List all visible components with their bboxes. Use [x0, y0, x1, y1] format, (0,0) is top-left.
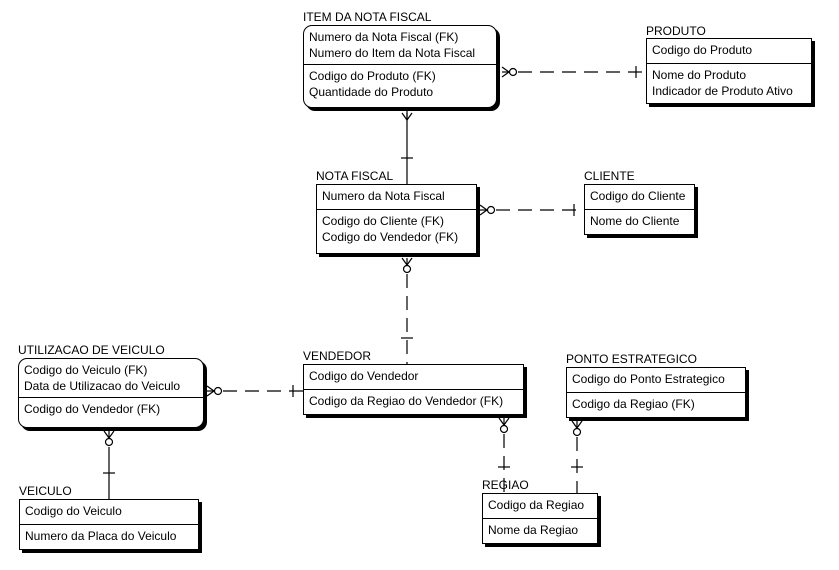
attribute: Codigo do Ponto Estrategico — [572, 372, 725, 386]
entity-item-da-nota-fiscal[interactable]: ITEM DA NOTA FISCAL Numero da Nota Fisca… — [303, 10, 499, 110]
attribute: Codigo do Veiculo — [25, 504, 122, 518]
attribute: Numero do Item da Nota Fiscal — [309, 46, 476, 60]
entity-title: NOTA FISCAL — [316, 169, 394, 183]
crows-foot-mark — [401, 257, 408, 266]
attributes-section: Codigo do Produto (FK) Quantidade do Pro… — [304, 64, 496, 100]
attribute: Indicador de Produto Ativo — [652, 84, 793, 98]
entity-box[interactable]: Codigo do Cliente Nome do Cliente — [584, 184, 695, 235]
attributes-section: Codigo da Regiao (FK) — [567, 392, 745, 412]
attribute: Codigo do Cliente (FK) — [322, 214, 445, 228]
crows-foot-mark — [206, 390, 215, 397]
primary-key-section: Codigo do Ponto Estrategico — [567, 368, 745, 392]
entity-box[interactable]: Numero da Nota Fiscal Codigo do Cliente … — [316, 184, 477, 254]
entity-nota-fiscal[interactable]: NOTA FISCAL Numero da Nota Fiscal Codigo… — [316, 169, 481, 259]
attribute: Numero da Placa do Veiculo — [25, 529, 177, 543]
attribute: Codigo do Vendedor — [309, 369, 419, 383]
crows-foot-mark — [501, 66, 510, 73]
entity-box[interactable]: Codigo do Veiculo Numero da Placa do Vei… — [19, 499, 199, 550]
attribute: Codigo da Regiao — [488, 498, 585, 512]
optional-circle-mark — [213, 386, 223, 396]
entity-title: PRODUTO — [646, 24, 706, 38]
optional-circle-mark — [104, 437, 114, 447]
entity-ponto-estrategico[interactable]: PONTO ESTRATEGICO Codigo do Ponto Estrat… — [566, 352, 751, 424]
entity-title: REGIAO — [482, 478, 529, 492]
entity-cliente[interactable]: CLIENTE Codigo do Cliente Nome do Client… — [584, 169, 699, 241]
attributes-section: Nome do Produto Indicador de Produto Ati… — [647, 63, 811, 99]
entity-box[interactable]: Codigo do Vendedor Codigo da Regiao do V… — [303, 364, 524, 415]
attribute: Codigo do Vendedor (FK) — [24, 402, 161, 416]
entity-box[interactable]: Codigo do Ponto Estrategico Codigo da Re… — [566, 367, 746, 418]
crows-foot-mark — [103, 430, 110, 439]
attribute: Nome do Cliente — [590, 214, 680, 228]
attributes-section: Codigo do Cliente (FK) Codigo do Vendedo… — [317, 209, 476, 245]
crows-foot-mark — [503, 417, 510, 426]
optional-circle-mark — [508, 67, 518, 77]
attribute: Codigo do Vendedor (FK) — [322, 230, 459, 244]
entity-veiculo[interactable]: VEICULO Codigo do Veiculo Numero da Plac… — [19, 484, 204, 556]
attribute: Codigo do Produto (FK) — [309, 69, 436, 83]
attribute: Codigo do Produto — [652, 43, 753, 57]
attributes-section: Codigo da Regiao do Vendedor (FK) — [304, 389, 523, 409]
crows-foot-mark — [406, 112, 413, 121]
attribute: Nome do Produto — [652, 68, 747, 82]
attributes-section: Numero da Placa do Veiculo — [20, 524, 198, 544]
crows-foot-mark — [571, 420, 578, 429]
primary-key-section: Codigo da Regiao — [483, 494, 597, 518]
primary-key-section: Codigo do Produto — [647, 39, 811, 63]
crows-foot-mark — [206, 385, 215, 392]
attribute: Quantidade do Produto — [309, 85, 434, 99]
attribute: Data de Utilizacao do Veiculo — [24, 379, 181, 393]
optional-circle-mark — [572, 427, 582, 437]
attributes-section: Nome do Cliente — [585, 209, 694, 229]
entity-title: UTILIZACAO DE VEICULO — [18, 343, 165, 357]
entity-regiao[interactable]: REGIAO Codigo da Regiao Nome da Regiao — [482, 478, 602, 550]
entity-title: ITEM DA NOTA FISCAL — [303, 10, 432, 24]
entity-box[interactable]: Codigo do Produto Nome do Produto Indica… — [646, 38, 812, 104]
entity-title: CLIENTE — [584, 169, 635, 183]
optional-circle-mark — [486, 205, 496, 215]
attribute: Codigo da Regiao (FK) — [572, 397, 695, 411]
crows-foot-mark — [406, 257, 413, 266]
crows-foot-mark — [498, 417, 505, 426]
attribute: Codigo do Veiculo (FK) — [24, 363, 148, 377]
entity-box[interactable]: Numero da Nota Fiscal (FK) Numero do Ite… — [303, 25, 497, 108]
entity-box[interactable]: Codigo da Regiao Nome da Regiao — [482, 493, 598, 544]
entity-produto[interactable]: PRODUTO Codigo do Produto Nome do Produt… — [646, 24, 816, 114]
attributes-section: Codigo do Vendedor (FK) — [19, 397, 203, 417]
crows-foot-mark — [576, 420, 583, 429]
crows-foot-mark — [401, 112, 408, 121]
attribute: Numero da Nota Fiscal (FK) — [309, 30, 459, 44]
primary-key-section: Codigo do Vendedor — [304, 365, 523, 389]
primary-key-section: Codigo do Cliente — [585, 185, 694, 209]
primary-key-section: Codigo do Veiculo (FK) Data de Utilizaca… — [19, 359, 203, 397]
optional-circle-mark — [499, 424, 509, 434]
crows-foot-mark — [479, 204, 488, 211]
entity-box[interactable]: Codigo do Veiculo (FK) Data de Utilizaca… — [18, 358, 204, 428]
crows-foot-mark — [108, 430, 115, 439]
attribute: Nome da Regiao — [488, 523, 579, 537]
attribute: Numero da Nota Fiscal — [322, 189, 445, 203]
attribute: Codigo da Regiao do Vendedor (FK) — [309, 394, 504, 408]
primary-key-section: Numero da Nota Fiscal (FK) Numero do Ite… — [304, 26, 496, 64]
optional-circle-mark — [402, 264, 412, 274]
crows-foot-mark — [479, 209, 488, 216]
primary-key-section: Codigo do Veiculo — [20, 500, 198, 524]
entity-title: PONTO ESTRATEGICO — [566, 352, 697, 366]
attributes-section: Nome da Regiao — [483, 518, 597, 538]
crows-foot-mark — [501, 71, 510, 78]
entity-utilizacao-de-veiculo[interactable]: UTILIZACAO DE VEICULO Codigo do Veiculo … — [18, 343, 208, 433]
entity-title: VENDEDOR — [303, 349, 372, 363]
primary-key-section: Numero da Nota Fiscal — [317, 185, 476, 209]
entity-title: VEICULO — [19, 484, 72, 498]
entity-vendedor[interactable]: VENDEDOR Codigo do Vendedor Codigo da Re… — [303, 349, 528, 421]
attribute: Codigo do Cliente — [590, 189, 686, 203]
